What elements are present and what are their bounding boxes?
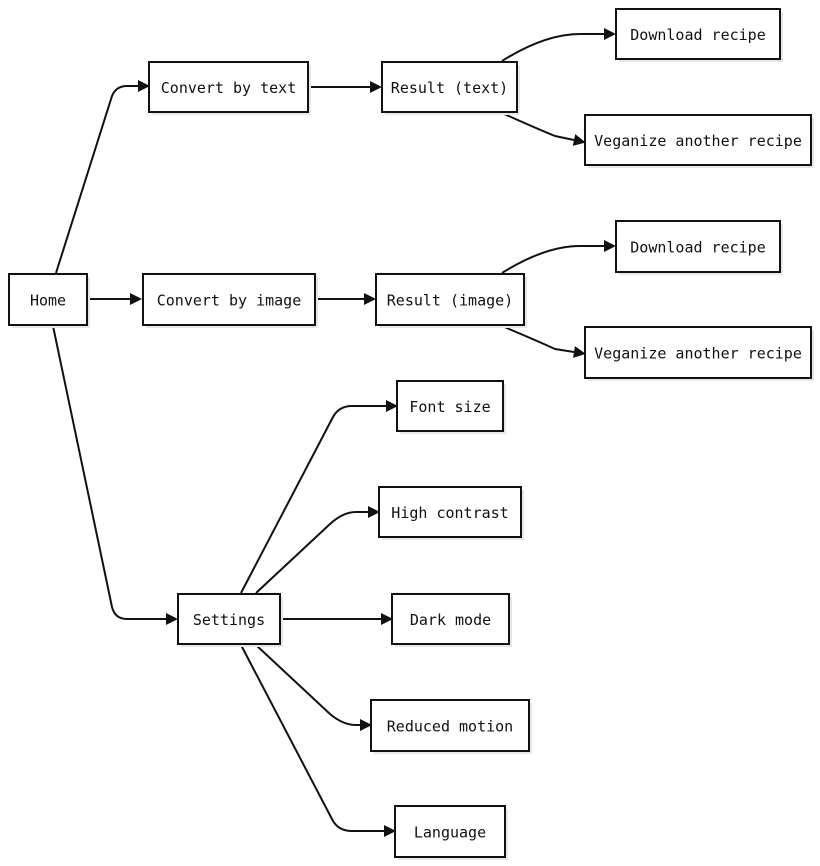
edge-settings-to-language [240,644,384,832]
node-label: Convert by text [161,79,296,97]
node-label: Download recipe [630,239,765,257]
node-label: Font size [409,398,490,416]
edge-home-to-convert_text [55,85,138,274]
arrowhead-convert_text-to-result_text [370,81,382,93]
edge-settings-to-high_contrast [255,511,368,594]
arrowhead-home-to-convert_image [130,293,142,305]
node-result-text: Result (text) [381,61,520,115]
arrowhead-settings-to-reduced_motion [360,719,372,731]
arrowhead-result_image-to-download_2 [604,240,616,252]
node-high-contrast: High contrast [378,486,524,540]
node-box [370,699,530,752]
edge-home-to-settings [52,325,166,620]
edge-settings-to-font_size [240,405,386,594]
node-convert-image: Convert by image [142,273,318,328]
arrowhead-home-to-convert_text [138,80,150,92]
edge-result_text-to-download_1 [501,33,604,62]
node-label: Veganize another recipe [594,345,802,363]
node-box [375,273,525,326]
node-result-image: Result (image) [375,273,527,328]
node-label: Settings [193,611,265,629]
node-box [584,326,812,379]
node-download-1: Download recipe [615,8,783,62]
node-box [615,8,781,60]
arrowhead-convert_image-to-result_image [364,293,376,305]
node-label: Home [30,292,66,310]
edge-result_image-to-download_2 [501,245,604,274]
node-box [177,593,281,645]
edge-settings-to-reduced_motion [255,644,360,726]
arrowhead-result_text-to-veganize_1 [572,134,586,146]
node-label: Result (text) [391,79,508,97]
node-box [394,805,506,858]
node-home: Home [8,273,90,328]
node-box [584,114,812,166]
node-label: Reduced motion [387,718,513,736]
node-box [381,61,518,113]
node-convert-text: Convert by text [148,61,311,115]
node-label: Download recipe [630,26,765,44]
edges-layer [52,28,616,837]
node-reduced-motion: Reduced motion [370,699,532,754]
arrowhead-settings-to-dark_mode [381,613,393,625]
edge-result_image-to-veganize_2 [501,325,575,353]
node-dark-mode: Dark mode [391,593,512,647]
arrowhead-home-to-settings [166,613,178,625]
node-download-2: Download recipe [615,220,783,275]
node-box [615,220,781,273]
node-label: Language [414,824,486,842]
node-veganize-1: Veganize another recipe [584,114,814,168]
node-box [8,273,88,326]
node-settings: Settings [177,593,283,647]
node-label: High contrast [391,504,508,522]
node-label: Result (image) [387,292,513,310]
node-language: Language [394,805,508,860]
node-label: Dark mode [410,611,491,629]
arrowhead-result_text-to-download_1 [604,28,616,40]
node-label: Veganize another recipe [594,132,802,150]
arrowhead-result_image-to-veganize_2 [573,346,586,358]
node-box [142,273,316,326]
nodes-layer: Home Convert by text Result (text) Download… [8,8,814,860]
arrowhead-settings-to-language [384,825,396,837]
node-box [396,380,504,432]
edge-result_text-to-veganize_1 [501,112,575,141]
node-label: Convert by image [157,292,302,310]
node-box [148,61,309,113]
arrowhead-settings-to-high_contrast [368,506,380,518]
node-box [378,486,522,538]
arrowhead-settings-to-font_size [386,400,398,412]
node-veganize-2: Veganize another recipe [584,326,814,381]
node-box [391,593,510,645]
node-font-size: Font size [396,380,506,434]
